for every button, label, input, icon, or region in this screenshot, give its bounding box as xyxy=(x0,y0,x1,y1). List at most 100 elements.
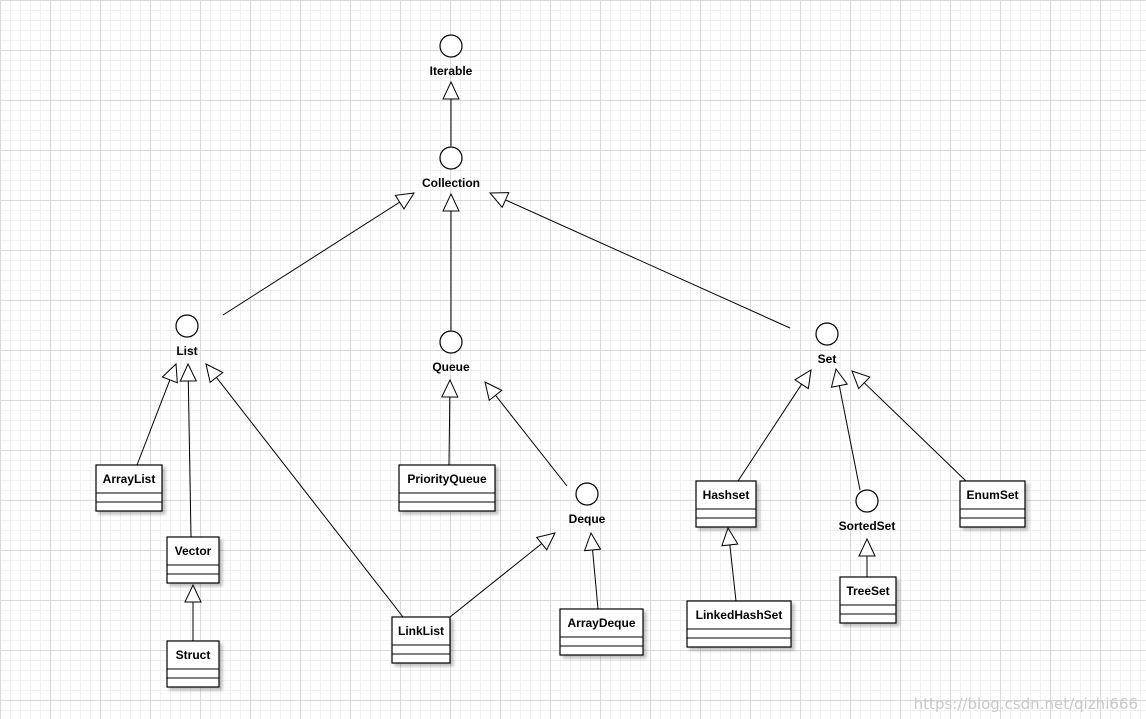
class-box xyxy=(559,608,644,656)
interface-label: Set xyxy=(818,352,837,366)
class-vector[interactable]: Vector xyxy=(166,536,220,584)
inheritance-arrowhead xyxy=(442,192,460,212)
interface-set[interactable]: Set xyxy=(815,322,839,366)
class-box xyxy=(695,480,757,528)
inheritance-arrowhead xyxy=(161,362,178,384)
class-box xyxy=(166,536,220,584)
relation-line xyxy=(448,396,451,466)
relation-line xyxy=(863,382,967,482)
relation-line xyxy=(187,380,192,538)
interface-circle-icon xyxy=(815,322,839,346)
generalization-set-to-collection xyxy=(488,192,791,329)
inheritance-arrowhead xyxy=(205,363,224,384)
relation-line xyxy=(216,377,404,618)
class-struct[interactable]: Struct xyxy=(166,640,220,688)
relation-line xyxy=(449,543,543,618)
interface-iterable[interactable]: Iterable xyxy=(430,34,473,78)
relation-line xyxy=(729,544,737,602)
inheritance-arrowhead xyxy=(394,192,415,210)
class-arraydeque[interactable]: ArrayDeque xyxy=(559,608,644,656)
interface-label: Deque xyxy=(569,512,606,526)
interface-circle-icon xyxy=(575,482,599,506)
class-label: PriorityQueue xyxy=(407,472,487,486)
generalization-struct-to-vector xyxy=(184,583,202,641)
class-box xyxy=(839,576,897,624)
inheritance-arrowhead xyxy=(184,583,202,603)
interface-label: Collection xyxy=(422,176,480,190)
generalization-deque-to-queue xyxy=(484,381,568,487)
class-linkedhashset[interactable]: LinkedHashSet xyxy=(686,600,792,648)
generalization-collection-to-iterable xyxy=(442,80,460,146)
interface-circle-icon xyxy=(439,146,463,170)
class-linklist[interactable]: LinkList xyxy=(391,616,451,664)
interface-queue[interactable]: Queue xyxy=(432,330,470,374)
class-label: Vector xyxy=(175,544,212,558)
class-label: ArrayList xyxy=(103,472,156,486)
interface-deque[interactable]: Deque xyxy=(569,482,606,526)
class-label: LinkList xyxy=(398,624,444,638)
relation-line xyxy=(737,383,803,482)
interface-label: List xyxy=(176,344,197,358)
generalization-vector-to-list xyxy=(179,362,198,538)
interface-circle-icon xyxy=(439,34,463,58)
class-label: Struct xyxy=(176,648,211,662)
class-box xyxy=(391,616,451,664)
interface-list[interactable]: List xyxy=(175,314,199,358)
class-box xyxy=(959,480,1026,528)
generalization-hashset-to-set xyxy=(737,369,812,482)
generalization-arraydeque-to-deque xyxy=(583,531,602,610)
class-label: TreeSet xyxy=(846,584,889,598)
class-box xyxy=(166,640,220,688)
relation-line xyxy=(136,379,171,466)
generalization-arraylist-to-list xyxy=(136,362,178,466)
generalization-queue-to-collection xyxy=(442,192,460,330)
class-enumset[interactable]: EnumSet xyxy=(959,480,1026,528)
class-box xyxy=(398,464,496,512)
relation-line xyxy=(592,549,599,610)
generalization-linkedhashset-to-hashset xyxy=(721,526,739,602)
class-label: LinkedHashSet xyxy=(696,608,783,622)
interface-label: Iterable xyxy=(430,64,473,78)
inheritance-arrowhead xyxy=(179,362,198,382)
inheritance-arrowhead xyxy=(441,378,459,398)
class-box xyxy=(95,464,163,512)
generalization-list-to-collection xyxy=(222,192,415,316)
inheritance-arrowhead xyxy=(488,192,510,209)
generalization-linklist-to-list xyxy=(205,363,404,618)
relation-line xyxy=(222,201,400,316)
relation-line xyxy=(838,385,861,491)
class-priorityqueue[interactable]: PriorityQueue xyxy=(398,464,496,512)
class-label: Hashset xyxy=(703,488,750,502)
interface-label: Queue xyxy=(432,360,470,374)
inheritance-arrowhead xyxy=(830,367,849,388)
inheritance-arrowhead xyxy=(794,369,812,390)
interface-circle-icon xyxy=(855,489,879,513)
generalization-sortedset-to-set xyxy=(830,367,861,491)
generalization-priorityqueue-to-queue xyxy=(441,378,459,466)
relation-line xyxy=(495,395,568,487)
inheritance-arrowhead xyxy=(583,531,602,552)
inheritance-arrowhead xyxy=(721,526,739,547)
class-label: ArrayDeque xyxy=(567,616,635,630)
generalization-treeset-to-sortedset xyxy=(858,537,876,577)
inheritance-arrowhead xyxy=(858,537,876,557)
inheritance-arrowhead xyxy=(442,80,460,100)
watermark: https://blog.csdn.net/qizhi666 xyxy=(913,695,1138,713)
class-hashset[interactable]: Hashset xyxy=(695,480,757,528)
class-label: EnumSet xyxy=(966,488,1018,502)
inheritance-arrowhead xyxy=(484,381,503,402)
generalization-linklist-to-deque xyxy=(449,532,556,618)
interface-label: SortedSet xyxy=(839,519,896,533)
class-arraylist[interactable]: ArrayList xyxy=(95,464,163,512)
interface-circle-icon xyxy=(439,330,463,354)
class-treeset[interactable]: TreeSet xyxy=(839,576,897,624)
interface-circle-icon xyxy=(175,314,199,338)
interface-collection[interactable]: Collection xyxy=(422,146,480,190)
class-box xyxy=(686,600,792,648)
inheritance-arrowhead xyxy=(535,532,556,551)
inheritance-arrowhead xyxy=(851,370,871,390)
interface-sortedset[interactable]: SortedSet xyxy=(839,489,896,533)
relation-line xyxy=(505,199,791,329)
generalization-enumset-to-set xyxy=(851,370,967,482)
